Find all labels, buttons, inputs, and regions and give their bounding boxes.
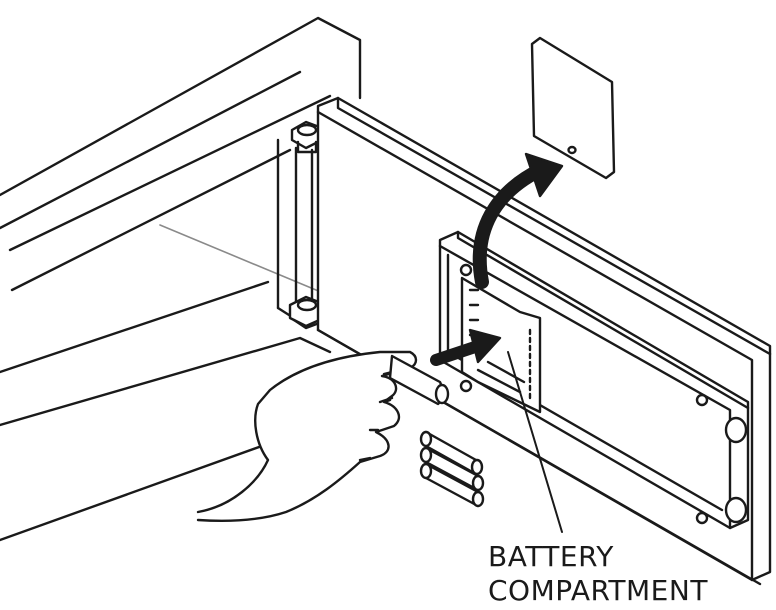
battery-compartment-label: BATTERY COMPARTMENT <box>488 540 728 608</box>
curved-arrow-icon <box>472 152 564 289</box>
callout-leader-line <box>507 351 563 533</box>
callout-line-1: BATTERY <box>488 540 614 573</box>
spare-batteries-icon <box>419 430 485 508</box>
hand-icon <box>196 350 418 522</box>
callout-line-2: COMPARTMENT <box>488 574 708 607</box>
insert-arrow-icon <box>430 328 502 366</box>
battery-in-hand-icon <box>388 354 450 406</box>
battery-compartment <box>460 276 542 414</box>
bottom-bolt-icon <box>288 295 326 330</box>
battery-cover <box>530 36 616 180</box>
safe-body <box>0 16 461 542</box>
mounting-bracket <box>276 138 324 324</box>
